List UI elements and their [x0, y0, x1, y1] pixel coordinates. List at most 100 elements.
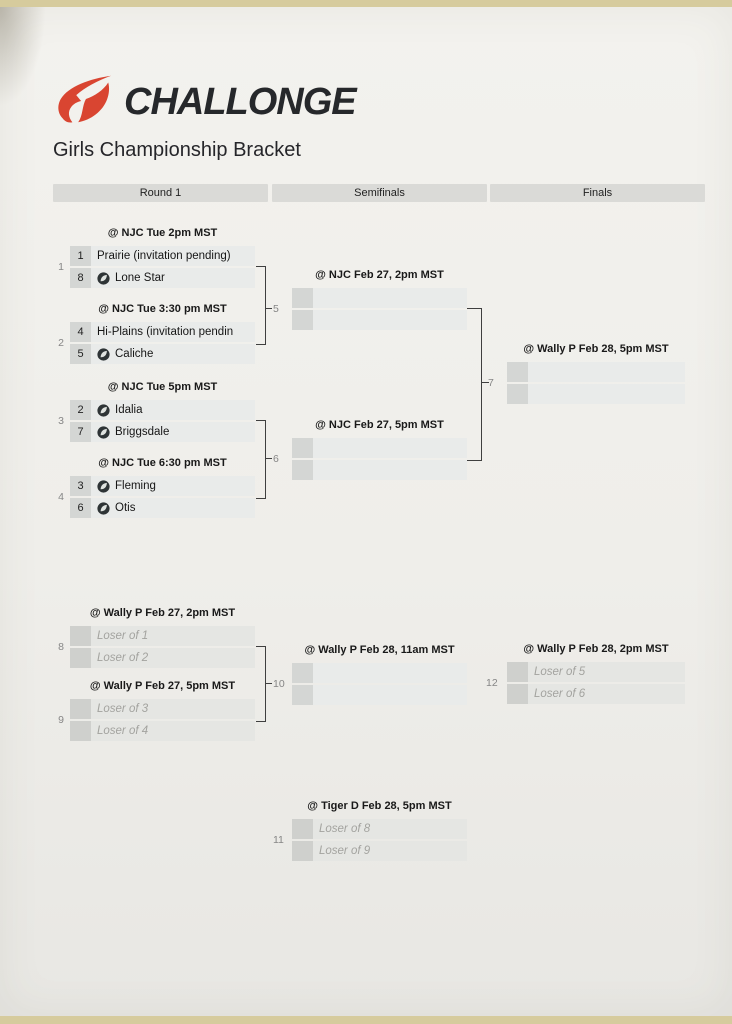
match-2: 2 @ NJC Tue 3:30 pm MST 4 Hi-Plains (inv… [58, 302, 255, 366]
participant-slot: 8 Lone Star [70, 268, 255, 288]
match-number: 12 [486, 677, 498, 689]
seed-number [70, 699, 91, 719]
match-number: 3 [58, 415, 64, 427]
seed-number: 5 [70, 344, 91, 364]
match-schedule: @ NJC Tue 3:30 pm MST [98, 303, 227, 315]
participant-name: Briggsdale [91, 422, 255, 442]
participant-slot: 2 Idalia [70, 400, 255, 420]
match-6: 6 @ NJC Feb 27, 5pm MST [273, 418, 467, 482]
match-10: 10 @ Wally P Feb 28, 11am MST [273, 643, 467, 707]
match-schedule: @ Tiger D Feb 28, 5pm MST [307, 800, 452, 812]
match-number: 6 [273, 453, 279, 465]
participant-name: Otis [91, 498, 255, 518]
participant-slot-placeholder: Loser of 5 [507, 662, 685, 682]
participant-slot-empty [292, 460, 467, 480]
match-number: 5 [273, 303, 279, 315]
seed-number [292, 841, 313, 861]
participant-name [313, 685, 467, 705]
round-header-round1: Round 1 [53, 184, 268, 202]
match-9: 9 @ Wally P Feb 27, 5pm MST Loser of 3 L… [58, 679, 255, 743]
match-7: 7 @ Wally P Feb 28, 5pm MST [488, 342, 685, 406]
seed-number [507, 384, 528, 404]
seed-number: 7 [70, 422, 91, 442]
challonge-logo: CHALLONGE [53, 73, 357, 130]
participant-name: Loser of 1 [97, 630, 149, 642]
participant-name [528, 362, 685, 382]
team-leaf-logo-icon [97, 403, 110, 417]
seed-number [507, 362, 528, 382]
participant-slot-placeholder: Loser of 3 [70, 699, 255, 719]
participant-slot: 7 Briggsdale [70, 422, 255, 442]
participant-slot-empty [292, 663, 467, 683]
photo-corner-shadow [0, 7, 46, 107]
seed-number: 3 [70, 476, 91, 496]
participant-slot-empty [292, 438, 467, 458]
seed-number [507, 684, 528, 704]
seed-number: 4 [70, 322, 91, 342]
participant-slot-placeholder: Loser of 4 [70, 721, 255, 741]
participant-name: Loser of 8 [319, 823, 371, 835]
participant-slot-empty [292, 685, 467, 705]
match-number: 2 [58, 337, 64, 349]
participant-name: Caliche [91, 344, 255, 364]
participant-slot: 4 Hi-Plains (invitation pendin [70, 322, 255, 342]
match-1: 1 @ NJC Tue 2pm MST 1 Prairie (invitatio… [58, 226, 255, 290]
match-number: 10 [273, 678, 285, 690]
match-schedule: @ Wally P Feb 28, 2pm MST [523, 643, 669, 655]
match-schedule: @ NJC Feb 27, 2pm MST [315, 269, 444, 281]
seed-number: 1 [70, 246, 91, 266]
participant-name: Loser of 2 [97, 652, 149, 664]
match-number: 1 [58, 261, 64, 273]
seed-number [292, 310, 313, 330]
seed-number [292, 438, 313, 458]
participant-name: Hi-Plains (invitation pendin [97, 326, 234, 338]
team-leaf-logo-icon [97, 271, 110, 285]
seed-number: 2 [70, 400, 91, 420]
match-5: 5 @ NJC Feb 27, 2pm MST [273, 268, 467, 332]
participant-slot-empty [507, 362, 685, 382]
match-4: 4 @ NJC Tue 6:30 pm MST 3 Fleming 6 Otis [58, 456, 255, 520]
participant-slot-empty [507, 384, 685, 404]
seed-number [292, 685, 313, 705]
round-header-finals: Finals [490, 184, 705, 202]
seed-number [292, 663, 313, 683]
seed-number [292, 288, 313, 308]
match-number: 11 [273, 834, 284, 846]
participant-name [313, 460, 467, 480]
participant-slot: 1 Prairie (invitation pending) [70, 246, 255, 266]
participant-name [313, 438, 467, 458]
challonge-wordmark: CHALLONGE [124, 80, 357, 123]
participant-slot-placeholder: Loser of 6 [507, 684, 685, 704]
challonge-flame-icon [53, 73, 115, 130]
match-number: 9 [58, 714, 64, 726]
participant-name: Loser of 9 [319, 845, 371, 857]
round-header-semifinals: Semifinals [272, 184, 487, 202]
match-schedule: @ Wally P Feb 28, 11am MST [304, 644, 455, 656]
page-title: Girls Championship Bracket [53, 139, 301, 161]
match-8: 8 @ Wally P Feb 27, 2pm MST Loser of 1 L… [58, 606, 255, 670]
bracket-tick-5 [265, 308, 272, 309]
participant-name: Idalia [91, 400, 255, 420]
participant-slot: 3 Fleming [70, 476, 255, 496]
bracket-connector-8-9-to-10 [256, 646, 266, 722]
bracket-tick-10 [265, 683, 272, 684]
participant-name: Lone Star [91, 268, 255, 288]
participant-name: Fleming [91, 476, 255, 496]
match-number: 7 [488, 377, 494, 389]
bracket-tick-6 [265, 458, 272, 459]
seed-number [70, 626, 91, 646]
bracket-tick-7 [481, 382, 489, 383]
match-number: 4 [58, 491, 64, 503]
participant-slot: 5 Caliche [70, 344, 255, 364]
match-schedule: @ NJC Feb 27, 5pm MST [315, 419, 444, 431]
bracket-connector-5-6-to-7 [467, 308, 482, 461]
participant-name [313, 310, 467, 330]
participant-slot-empty [292, 310, 467, 330]
participant-name: Loser of 6 [534, 688, 586, 700]
team-leaf-logo-icon [97, 425, 110, 439]
participant-slot-placeholder: Loser of 9 [292, 841, 467, 861]
participant-slot-placeholder: Loser of 2 [70, 648, 255, 668]
participant-slot-placeholder: Loser of 8 [292, 819, 467, 839]
participant-name: Prairie (invitation pending) [97, 250, 231, 262]
match-12: 12 @ Wally P Feb 28, 2pm MST Loser of 5 … [486, 642, 685, 706]
